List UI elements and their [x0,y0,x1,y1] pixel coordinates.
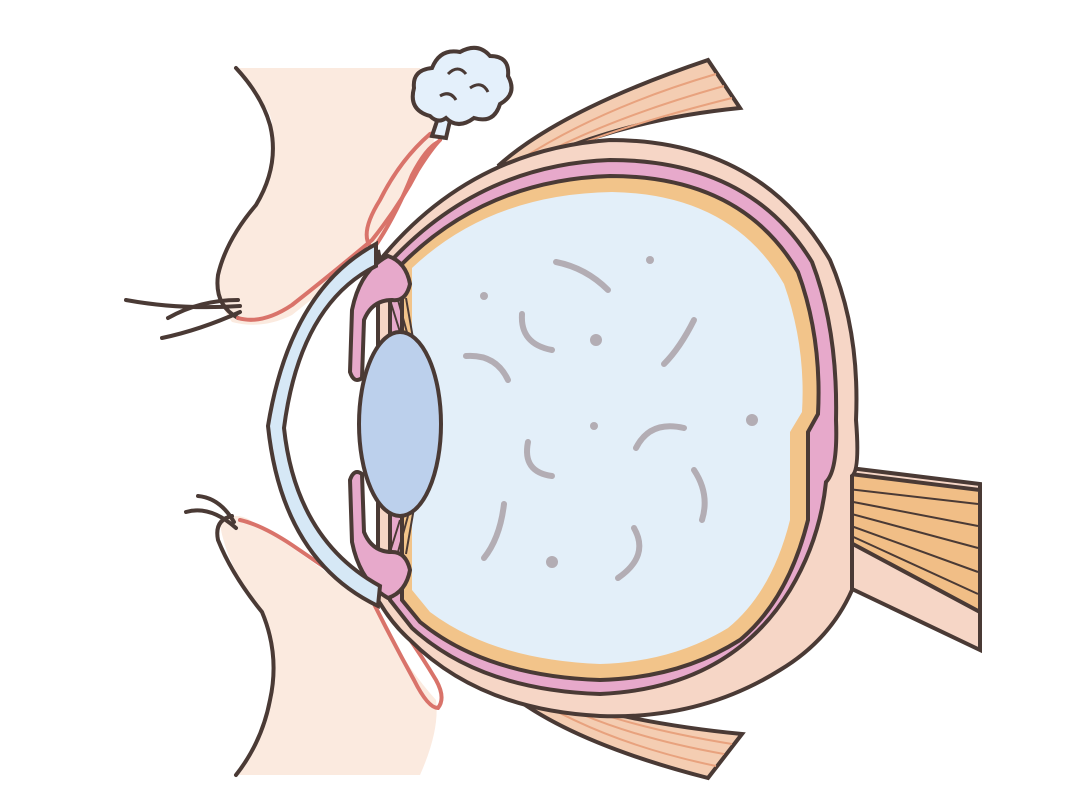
vitreous-floaters [463,256,758,581]
lower-eyelash [196,494,236,524]
zonule-fiber [397,515,409,553]
lower-eyelid-rim [238,518,444,711]
floater-dot [746,414,758,426]
floater-dot [646,256,654,264]
zonule-fiber [397,299,409,337]
lacrimal-gland-curl [439,92,458,101]
zonule-fiber [405,507,415,555]
floater-strand [615,525,643,581]
face-skin [217,68,437,775]
cornea-shell [265,240,383,610]
upper-eyelash [160,310,242,340]
floater-dot [480,292,488,300]
upper-eyelid [215,66,443,322]
lacrimal-gland-body [410,45,514,126]
floater-strand [661,317,697,367]
floater-strand [524,439,555,479]
upper-face-skin [217,68,435,325]
floater-strand [633,423,687,451]
upper-eyelid-outline [215,66,275,320]
upper-eyelash [166,298,240,320]
upper-eyelash [124,298,242,310]
ciliary-body [347,253,413,601]
floater-strand [691,467,708,523]
eyeball [376,137,860,719]
upper-eyelid-rim [236,130,443,322]
muscle-fiber [519,73,717,161]
lacrimal-gland-curl [469,83,490,93]
upper-eyelid-inner-edge [374,140,440,247]
floater-dot [590,334,602,346]
lower-eyelid-outline [215,514,276,777]
lower-eyelash [184,508,238,530]
lower-face-skin [220,516,437,775]
floater-strand [463,352,511,383]
floater-dot [546,556,558,568]
lacrimal-gland [410,45,514,141]
eyelashes [124,298,242,530]
zonule-fiber [389,299,401,333]
lower-ciliary-body [347,470,413,601]
cornea [265,240,383,610]
crystalline-lens [357,330,443,518]
upper-ciliary-body [347,253,413,382]
floater-strand [481,501,507,561]
floater-strand [553,259,611,293]
floater-dot [590,422,598,430]
zonule-fiber [389,519,401,553]
floater-strand [518,311,555,353]
vitreous-body [412,192,803,664]
lens [357,330,443,518]
lower-eyelid [215,514,444,777]
lacrimal-gland-curl [446,67,468,76]
